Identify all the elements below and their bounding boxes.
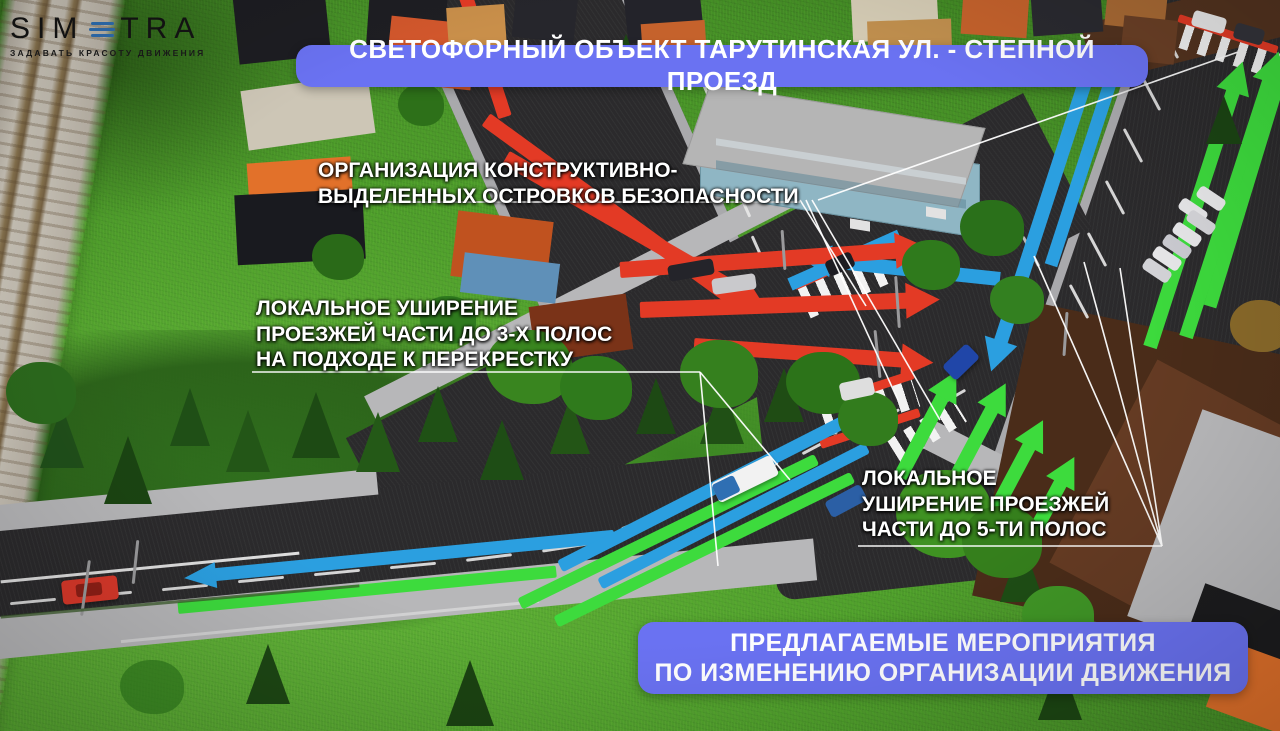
title-banner: СВЕТОФОРНЫЙ ОБЪЕКТ ТАРУТИНСКАЯ УЛ. - СТЕ…	[296, 34, 1148, 96]
logo-wordmark: SIM TRA	[10, 12, 206, 46]
logo-text-right: TRA	[120, 12, 202, 45]
logo[interactable]: SIM TRA ЗАДАВАТЬ КРАСОТУ ДВИЖЕНИЯ	[10, 12, 206, 58]
equals-waves-icon	[89, 19, 116, 39]
logo-text-left: SIM	[10, 12, 85, 45]
logo-tagline: ЗАДАВАТЬ КРАСОТУ ДВИЖЕНИЯ	[10, 48, 206, 58]
callout-widening-5-lanes: ЛОКАЛЬНОЕ УШИРЕНИЕ ПРОЕЗЖЕЙ ЧАСТИ ДО 5-Т…	[862, 467, 1110, 542]
callout-widening-3-lanes: ЛОКАЛЬНОЕ УШИРЕНИЕ ПРОЕЗЖЕЙ ЧАСТИ ДО 3-Х…	[256, 297, 613, 372]
callout-safety-islands: ОРГАНИЗАЦИЯ КОНСТРУКТИВНО- ВЫДЕЛЕННЫХ ОС…	[318, 159, 799, 208]
bottom-banner: ПРЕДЛАГАЕМЫЕ МЕРОПРИЯТИЯ ПО ИЗМЕНЕНИЮ ОР…	[638, 622, 1248, 694]
